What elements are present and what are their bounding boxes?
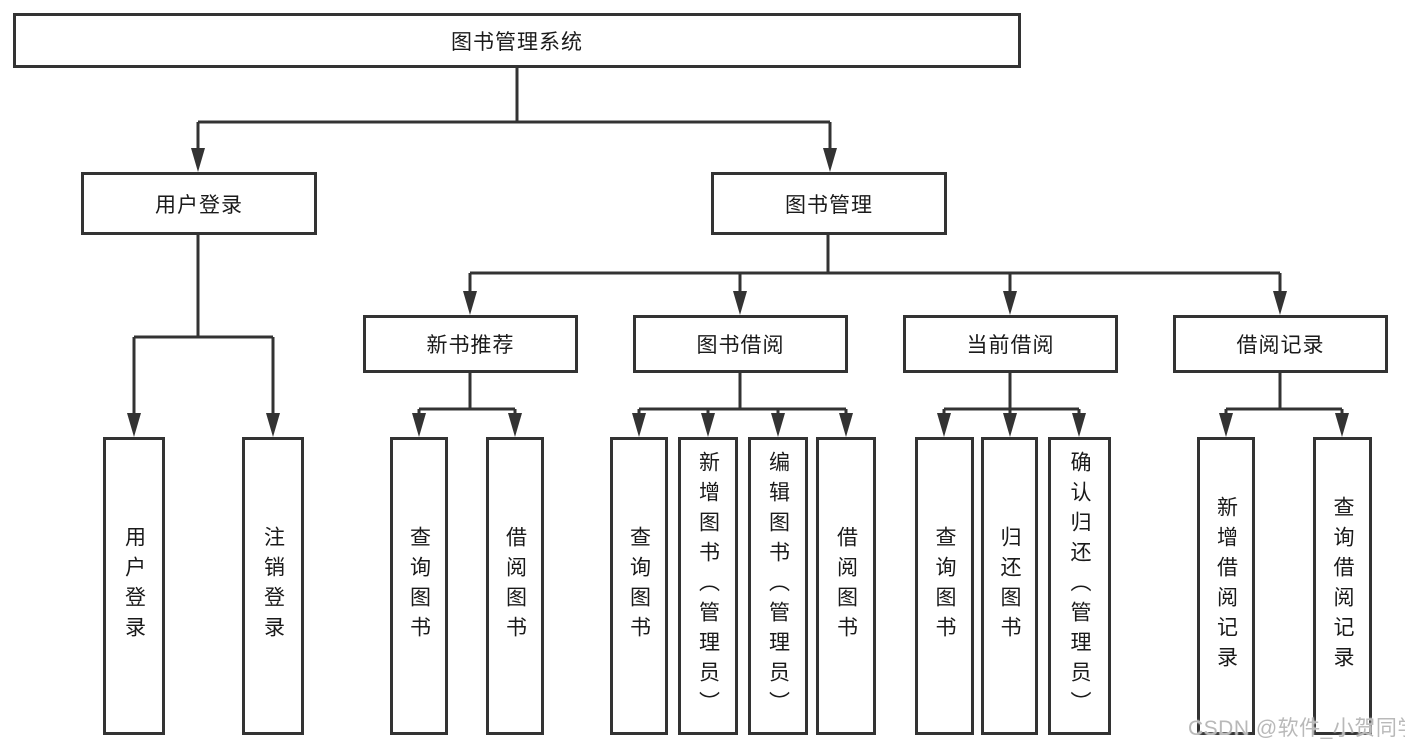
arrowhead-down-icon: [632, 413, 646, 437]
connector-borrowing-branch: [637, 373, 848, 418]
arrowhead-down-icon: [937, 413, 951, 437]
arrowhead-down-icon: [127, 413, 141, 437]
arrowhead-down-icon: [1273, 291, 1287, 315]
node-user-login-label: 用户登录: [155, 193, 243, 217]
arrowhead-down-icon: [1072, 413, 1086, 437]
connector-book-management-branch: [468, 235, 1282, 294]
connector-records-branch: [1224, 373, 1344, 418]
node-library-system-label: 图书管理系统: [451, 30, 583, 54]
node-book-management: 图书管理: [711, 172, 947, 235]
leaf-query-borrow-record-label: 查询借阅记录: [1331, 496, 1354, 676]
arrowhead-down-icon: [733, 291, 747, 315]
arrowhead-down-icon: [412, 413, 426, 437]
arrowhead-down-icon: [266, 413, 280, 437]
leaf-add-book-admin: 新增图书（管理员）: [678, 437, 738, 735]
arrowhead-down-icon: [463, 291, 477, 315]
node-borrowing-records-label: 借阅记录: [1236, 334, 1325, 357]
node-book-borrowing: 图书借阅: [633, 315, 848, 373]
leaf-query-books-current: 查询图书: [915, 437, 974, 735]
leaf-query-books-borrowing: 查询图书: [610, 437, 668, 735]
leaf-edit-book-admin: 编辑图书（管理员）: [748, 437, 808, 735]
arrowhead-down-icon: [1003, 413, 1017, 437]
connector-root-branch: [196, 68, 832, 152]
csdn-watermark: CSDN @软件_小贺同学: [1188, 717, 1405, 740]
connector-new-books-branch: [417, 373, 517, 418]
leaf-query-borrow-record: 查询借阅记录: [1313, 437, 1372, 735]
arrowhead-down-icon: [508, 413, 522, 437]
node-new-book-recommend: 新书推荐: [363, 315, 578, 373]
arrowhead-down-icon: [191, 148, 205, 172]
leaf-add-borrow-record-label: 新增借阅记录: [1214, 496, 1238, 676]
leaf-confirm-return-admin-label: 确认归还（管理员）: [1068, 451, 1091, 721]
leaf-confirm-return-admin: 确认归还（管理员）: [1048, 437, 1111, 735]
node-book-management-label: 图书管理: [785, 193, 873, 217]
arrowhead-down-icon: [839, 413, 853, 437]
connector-current-branch: [942, 373, 1081, 418]
leaf-user-login-label: 用户登录: [122, 526, 146, 646]
arrowhead-down-icon: [1219, 413, 1233, 437]
leaf-user-login: 用户登录: [103, 437, 165, 735]
leaf-add-borrow-record: 新增借阅记录: [1197, 437, 1255, 735]
arrowhead-down-icon: [701, 413, 715, 437]
connector-user-login-branch: [132, 235, 275, 416]
leaf-logout: 注销登录: [242, 437, 304, 735]
leaf-borrow-books-borrowing: 借阅图书: [816, 437, 876, 735]
leaf-borrow-books-borrowing-label: 借阅图书: [834, 526, 858, 646]
node-new-book-recommend-label: 新书推荐: [426, 334, 515, 357]
leaf-query-books-newbooks: 查询图书: [390, 437, 448, 735]
node-user-login: 用户登录: [81, 172, 317, 235]
arrowhead-down-icon: [1003, 291, 1017, 315]
node-library-system: 图书管理系统: [13, 13, 1021, 68]
node-current-borrowing-label: 当前借阅: [966, 334, 1055, 357]
leaf-return-book-label: 归还图书: [998, 526, 1021, 646]
leaf-return-book: 归还图书: [981, 437, 1038, 735]
leaf-query-books-borrowing-label: 查询图书: [627, 526, 651, 646]
leaf-add-book-admin-label: 新增图书（管理员）: [696, 451, 720, 721]
node-borrowing-records: 借阅记录: [1173, 315, 1388, 373]
leaf-query-books-newbooks-label: 查询图书: [407, 526, 431, 646]
arrowhead-down-icon: [1335, 413, 1349, 437]
leaf-borrow-books-newbooks: 借阅图书: [486, 437, 544, 735]
arrowhead-down-icon: [771, 413, 785, 437]
node-current-borrowing: 当前借阅: [903, 315, 1118, 373]
leaf-logout-label: 注销登录: [261, 526, 285, 646]
arrowhead-down-icon: [823, 148, 837, 172]
leaf-query-books-current-label: 查询图书: [933, 526, 956, 646]
leaf-edit-book-admin-label: 编辑图书（管理员）: [766, 451, 790, 721]
leaf-borrow-books-newbooks-label: 借阅图书: [503, 526, 527, 646]
node-book-borrowing-label: 图书借阅: [696, 334, 785, 357]
